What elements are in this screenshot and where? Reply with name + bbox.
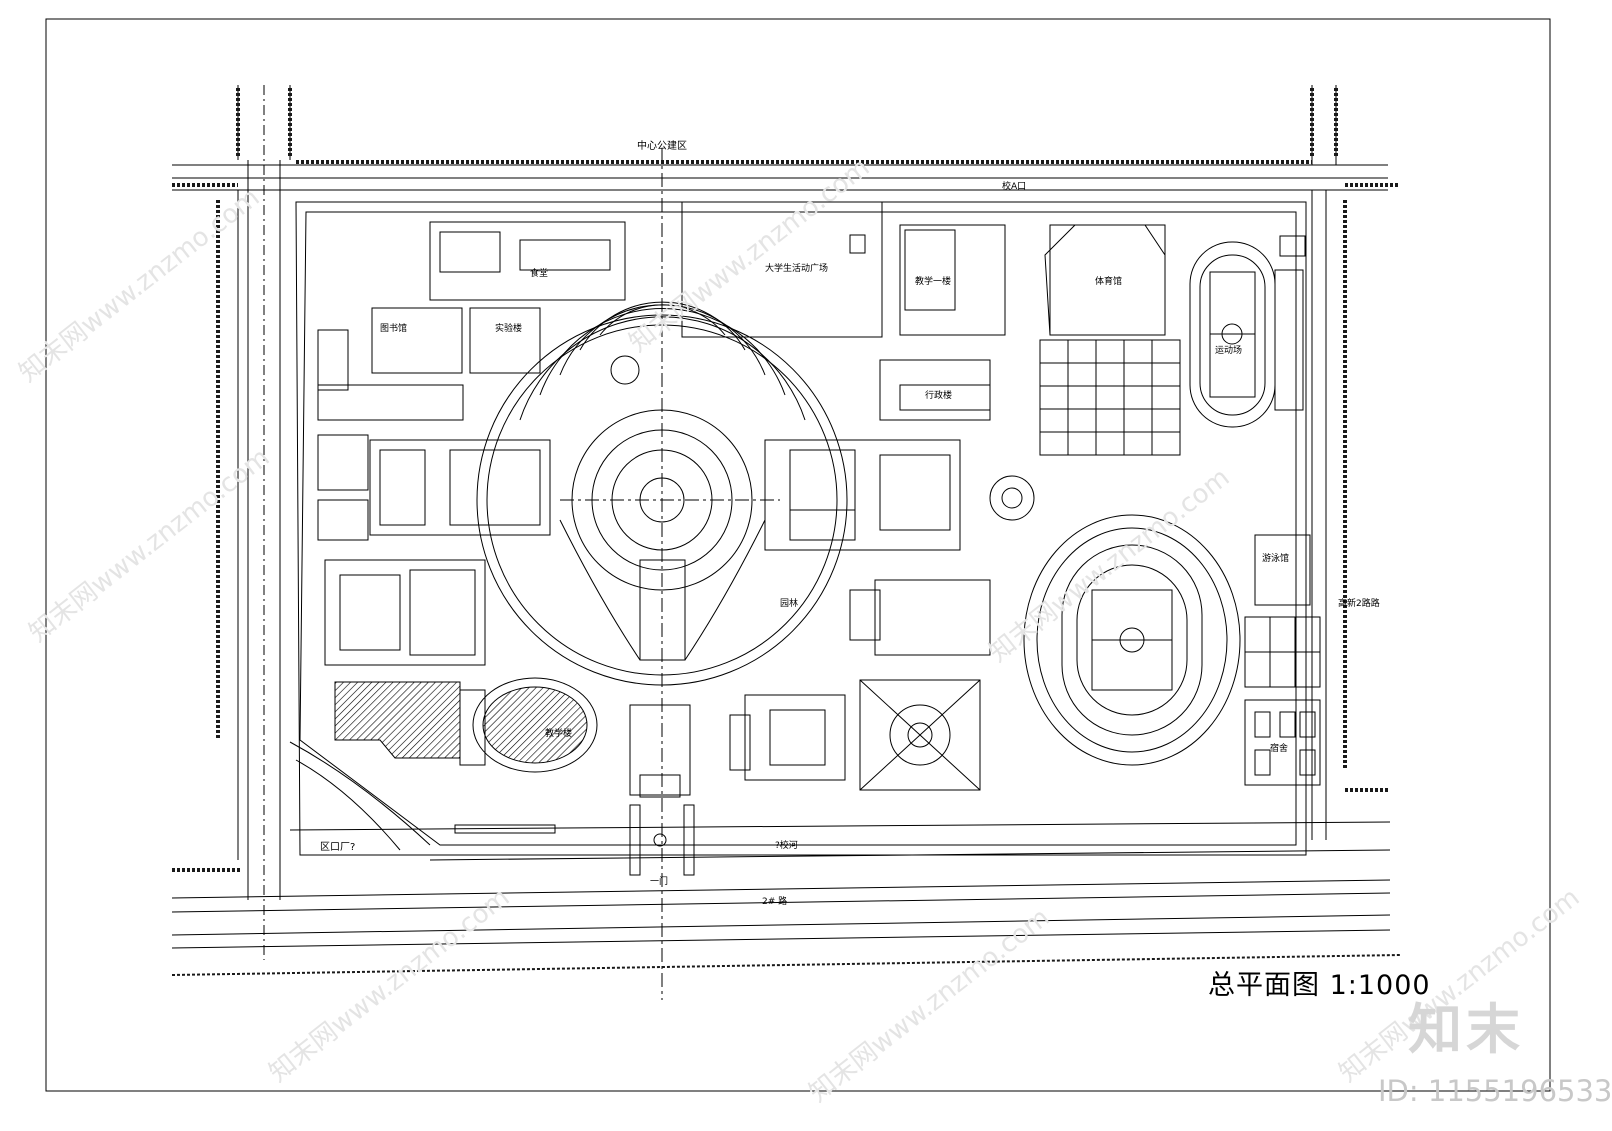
building-east-lab (874, 579, 991, 656)
label-canteen: 食堂 (530, 269, 549, 279)
label-north-park: 大学生活动广场 (765, 264, 829, 274)
building-nw-1 (429, 221, 626, 301)
building-nw-3 (469, 307, 541, 374)
watermark-id: ID: 1155196533 (1378, 1074, 1612, 1108)
tennis-courts (1244, 616, 1321, 688)
building-center-east (764, 439, 961, 551)
building-east-pool (1254, 534, 1311, 606)
label-east-road: 高新2路路 (1338, 599, 1380, 609)
stadium-sw-hatched (482, 686, 588, 764)
basketball-courts (1039, 339, 1181, 456)
label-road: 2# 路 (762, 897, 788, 907)
label-admin: 行政楼 (925, 391, 953, 401)
west-road (237, 85, 291, 960)
label-library: 图书馆 (380, 324, 408, 334)
building-admin (879, 359, 991, 421)
building-sw-hatched (334, 681, 461, 759)
label-gym: 游泳馆 (1262, 554, 1290, 564)
label-dorm: 宿舍 (1270, 744, 1289, 754)
central-plaza (476, 301, 848, 686)
tree-rows (171, 88, 1401, 976)
building-south-central (744, 694, 846, 781)
label-garden: 园林 (780, 599, 799, 609)
track-ne (1189, 235, 1306, 428)
south-gate-building (629, 704, 691, 796)
building-nw-2 (371, 307, 463, 374)
watermark-brand: 知末 (1408, 998, 1524, 1061)
drawing-frame (45, 18, 1551, 1092)
label-lab: 实验楼 (495, 324, 523, 334)
label-main-gate: 一门 (650, 877, 669, 887)
plan-title: 总平面图 1:1000 (1208, 970, 1431, 1001)
building-west-lab (324, 559, 486, 666)
label-north-entry: 校A口 (1002, 182, 1027, 192)
label-canal: ?校河 (775, 841, 798, 851)
north-park (681, 201, 883, 338)
campus-boundary (295, 201, 1307, 856)
label-plaza-factory: 区口厂? (320, 842, 356, 853)
building-west-teaching (369, 439, 551, 536)
building-north-east (899, 224, 1006, 336)
label-teaching-1: 教学一楼 (915, 277, 952, 287)
label-central-public-zone: 中心公建区 (637, 141, 687, 152)
inner-boundary (299, 211, 1297, 846)
label-teaching-2: 教学楼 (545, 729, 573, 739)
building-east-dorm (1244, 699, 1321, 786)
label-building-cluster: 体育馆 (1095, 277, 1123, 287)
main-stadium (1023, 514, 1241, 766)
garden-square (859, 679, 981, 791)
roundabout (989, 475, 1035, 521)
label-sports-field: 运动场 (1215, 346, 1243, 356)
canal-strip (454, 824, 556, 834)
